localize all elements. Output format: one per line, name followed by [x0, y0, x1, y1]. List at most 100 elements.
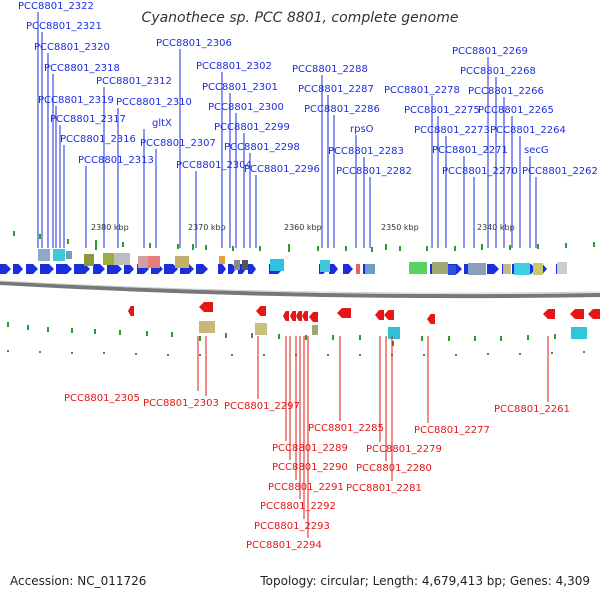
forward-gene-label: PCC8801_2310 [116, 97, 192, 108]
reverse-gene-label: PCC8801_2297 [224, 401, 300, 412]
scale-major-tick [385, 244, 387, 250]
reverse-gene-label: PCC8801_2292 [260, 501, 336, 512]
forward-genes [0, 249, 567, 275]
forward-gene-label: PCC8801_2278 [384, 85, 460, 96]
scale-minor-tick-lower [7, 322, 9, 327]
forward-gene-arrow [218, 264, 226, 274]
forward-gene-function-box [103, 253, 115, 265]
reverse-gene-label: PCC8801_2280 [356, 463, 432, 474]
scale-major-tick [95, 244, 97, 250]
forward-gene-function-box [468, 263, 486, 275]
forward-gene-label: PCC8801_2269 [452, 46, 528, 57]
forward-gene-label: PCC8801_2275 [404, 105, 480, 116]
scale-minor-tick-lower [392, 341, 394, 346]
forward-gene-function-box [514, 263, 530, 275]
forward-gene-label: rpsO [350, 124, 374, 135]
forward-gene-label: secG [524, 145, 549, 156]
forward-gene-label: PCC8801_2283 [328, 146, 404, 157]
reverse-gene-function-box [571, 327, 587, 339]
forward-gene-label: PCC8801_2262 [522, 166, 598, 177]
reverse-gene-label: PCC8801_2289 [272, 443, 348, 454]
scale-minor-tick-lower [500, 336, 502, 341]
scale-minor-tick [259, 246, 261, 251]
backbone-highlight [0, 280, 600, 294]
forward-gene-label: PCC8801_2299 [214, 122, 290, 133]
scale-minor-tick [95, 240, 97, 245]
forward-gene-labels: PCC8801_2322PCC8801_2321PCC8801_2320PCC8… [18, 1, 598, 248]
reverse-gene-arrow [128, 306, 134, 316]
forward-gene-function-box [409, 262, 427, 274]
scale-minor-tick-lower [47, 327, 49, 332]
forward-gene-arrow [124, 264, 134, 274]
reverse-gene-arrow [302, 311, 308, 321]
forward-gene-arrow [196, 264, 208, 274]
backbone-line [0, 281, 600, 299]
scale-minor-tick [454, 246, 456, 251]
forward-gene-arrow [107, 264, 122, 274]
forward-gene-arrow [93, 264, 105, 274]
scale-dot-lower [199, 354, 201, 356]
scale-minor-tick-lower [199, 336, 201, 341]
reverse-gene-label: PCC8801_2290 [272, 462, 348, 473]
forward-gene-label: PCC8801_2273 [414, 125, 490, 136]
forward-gene-arrow [487, 264, 499, 274]
reverse-gene-arrow [290, 311, 296, 321]
reverse-genes [128, 302, 600, 339]
forward-gene-function-box [242, 260, 248, 270]
scale-minor-tick-lower [421, 336, 423, 341]
forward-gene-function-box [84, 254, 94, 266]
scale-label: 2380 kbp [91, 223, 129, 232]
forward-gene-label: PCC8801_2307 [140, 138, 216, 149]
scale-minor-tick [39, 234, 41, 239]
forward-gene-arrow [0, 264, 11, 274]
map-title: Cyanothece sp. PCC 8801, complete genome [141, 10, 459, 26]
forward-gene-label: PCC8801_2296 [244, 164, 320, 175]
scale-dot-lower [551, 352, 553, 354]
scale-minor-tick-lower [251, 333, 253, 338]
scale-dot-lower [455, 354, 457, 356]
scale-dot-lower [359, 354, 361, 356]
scale-dot-lower [71, 352, 73, 354]
scale-minor-tick [345, 246, 347, 251]
forward-gene-label: PCC8801_2321 [26, 21, 102, 32]
forward-gene-label: PCC8801_2265 [478, 105, 554, 116]
reverse-gene-label: PCC8801_2293 [254, 521, 330, 532]
scale-minor-tick-lower [94, 329, 96, 334]
forward-gene-label: gltX [152, 118, 172, 129]
forward-gene-label: PCC8801_2319 [38, 95, 114, 106]
forward-gene-label: PCC8801_2322 [18, 1, 94, 12]
reverse-gene-arrow [296, 311, 302, 321]
reverse-gene-function-box [388, 327, 400, 339]
forward-gene-arrow [13, 264, 23, 274]
scale-label: 2360 kbp [284, 223, 322, 232]
reverse-gene-label: PCC8801_2285 [308, 423, 384, 434]
forward-gene-label: PCC8801_2268 [460, 66, 536, 77]
scale-minor-tick [232, 246, 234, 251]
scale-minor-tick [67, 239, 69, 244]
scale-label: 2370 kbp [188, 223, 226, 232]
scale-minor-tick-lower [474, 336, 476, 341]
forward-gene-function-box [320, 260, 330, 272]
scale-major-tick [192, 244, 194, 250]
forward-gene-function-box [138, 256, 148, 268]
scale-minor-tick [426, 246, 428, 251]
reverse-gene-arrow [543, 309, 555, 319]
scale-minor-tick [149, 243, 151, 248]
reverse-gene-label: PCC8801_2277 [414, 425, 490, 436]
forward-gene-label: PCC8801_2266 [468, 86, 544, 97]
scale-dot-lower [519, 353, 521, 355]
scale-minor-tick [565, 243, 567, 248]
forward-gene-label: PCC8801_2306 [156, 38, 232, 49]
scale-minor-tick [371, 247, 373, 252]
forward-gene-arrow [56, 264, 72, 274]
scale-minor-tick [399, 246, 401, 251]
forward-gene-function-box [148, 256, 160, 268]
scale-minor-tick-lower [27, 325, 29, 330]
forward-gene-arrow [164, 264, 178, 274]
forward-gene-label: PCC8801_2302 [196, 61, 272, 72]
forward-gene-label: PCC8801_2301 [202, 82, 278, 93]
forward-gene-arrow [26, 264, 38, 274]
forward-gene-function-box [432, 262, 448, 274]
